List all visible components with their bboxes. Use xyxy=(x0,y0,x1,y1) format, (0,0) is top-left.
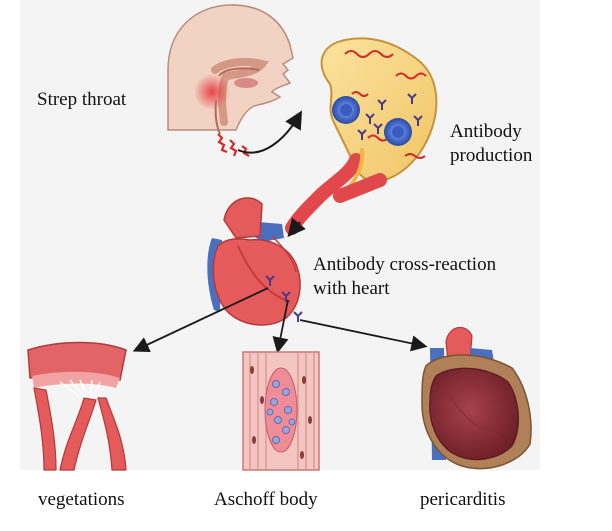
lymph-node-illustration xyxy=(320,37,438,183)
throat-inflammation xyxy=(194,74,230,110)
vegetations-label: vegetations xyxy=(38,489,125,510)
aschoff-body-tissue-illustration xyxy=(242,351,320,471)
aschoff-body-label: Aschoff body xyxy=(214,489,318,510)
arrow-to-aschoff xyxy=(272,299,289,354)
antibody-production-label: Antibody production xyxy=(450,121,533,166)
valve-vegetations-illustration xyxy=(27,341,127,471)
cross-reaction-label: Antibody cross-reaction with heart xyxy=(313,254,497,299)
bacteria-chain xyxy=(217,133,250,157)
arrow-to-pericarditis xyxy=(299,319,428,352)
arrow-throat-to-node xyxy=(237,110,303,154)
arrow-to-vegetations xyxy=(132,287,269,352)
pericarditis-heart-illustration xyxy=(421,326,532,470)
head-profile-illustration xyxy=(167,4,294,157)
pericarditis-label: pericarditis xyxy=(420,489,506,510)
strep-throat-label: Strep throat xyxy=(37,89,127,110)
arrow-node-to-heart xyxy=(287,217,306,238)
antibodies xyxy=(357,93,423,140)
